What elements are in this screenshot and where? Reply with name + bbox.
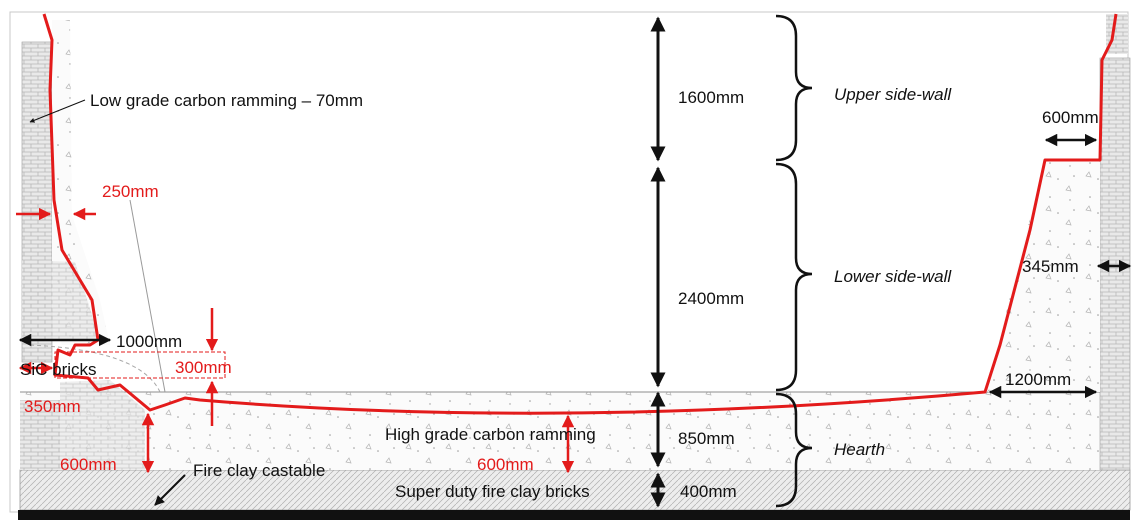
fire-clay-castable-label: Fire clay castable	[193, 461, 325, 480]
left-taper-line	[129, 199, 166, 393]
sic-bricks-label: SiC bricks	[20, 360, 97, 379]
right-top-width-label: 600mm	[1042, 108, 1099, 127]
hearth-castable-zone	[20, 392, 1100, 470]
hearth-brace	[775, 392, 813, 508]
right-brick-wall	[1099, 57, 1131, 471]
super-duty-bricks-label: Super duty fire clay bricks	[395, 482, 590, 501]
upper-side-wall-label: Upper side-wall	[834, 85, 952, 104]
base-height-label: 400mm	[680, 482, 737, 501]
right-wall-width-label: 345mm	[1022, 257, 1079, 276]
upper-height-label: 1600mm	[678, 88, 744, 107]
upper-wall-brace	[775, 14, 813, 162]
left-corner-width-label: 350mm	[24, 397, 81, 416]
high-grade-ramming-label: High grade carbon ramming	[385, 425, 596, 444]
left-lining-width-label: 250mm	[102, 182, 159, 201]
castable-pointer	[154, 474, 186, 506]
lower-height-label: 2400mm	[678, 289, 744, 308]
right-bottom-width-label: 1200mm	[1005, 370, 1071, 389]
centre-hearth-depth-label: 600mm	[477, 455, 534, 474]
super-duty-brick-layer	[19, 469, 1131, 511]
hearth-label: Hearth	[834, 440, 885, 459]
left-hearth-depth-label: 600mm	[60, 455, 117, 474]
left-corner-arc	[29, 344, 161, 393]
low-grade-ramming-label: Low grade carbon ramming – 70mm	[90, 91, 363, 110]
left-ledge-width-label: 1000mm	[116, 332, 182, 351]
base-steel-plate	[18, 510, 1130, 520]
hearth-height-label: 850mm	[678, 429, 735, 448]
ramming-pointer	[29, 99, 86, 123]
left-step-height-label: 300mm	[175, 358, 232, 377]
left-lower-brick	[20, 400, 60, 470]
right-ramming-fill	[986, 162, 1100, 392]
sic-brick-outline	[54, 351, 226, 379]
left-corner-brick	[60, 380, 145, 470]
refractory-lining-profile	[42, 13, 1118, 415]
lower-side-wall-label: Lower side-wall	[834, 267, 952, 286]
lower-wall-brace	[775, 162, 813, 392]
